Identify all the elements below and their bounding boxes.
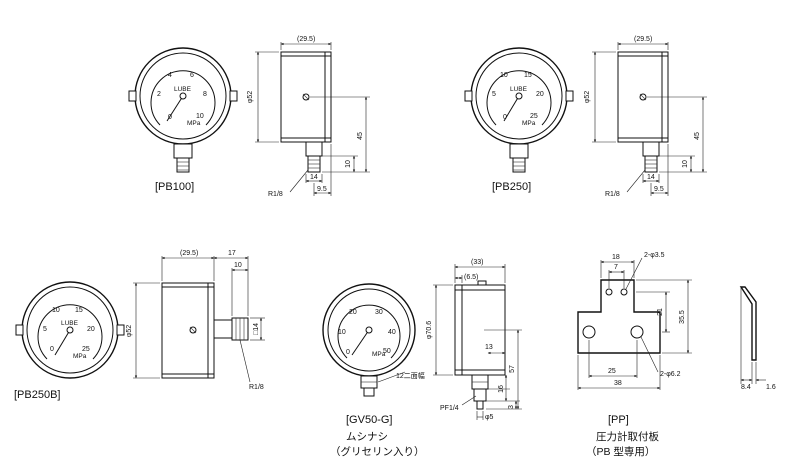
pp-dim-w7: 7 bbox=[614, 264, 618, 271]
pb100-scale-10: 10 bbox=[196, 113, 204, 120]
pb250b-scale-0: 0 bbox=[50, 346, 54, 353]
gv50g-sub1: ムシナシ bbox=[346, 431, 388, 443]
pb250-front-view: 0 5 10 15 20 25 LUBE MPa bbox=[464, 47, 574, 173]
pb250-side-view: (29.5) φ52 45 10 14 9.5 R1/8 bbox=[584, 36, 707, 198]
pp-dim-w18: 18 bbox=[612, 254, 620, 261]
pb100-front-view: 0 2 4 6 8 10 LUBE MPa bbox=[128, 47, 238, 173]
pb250b-scale-25: 25 bbox=[82, 346, 90, 353]
gv50g-scale-20: 20 bbox=[349, 309, 357, 316]
pb250-scale-20: 20 bbox=[536, 91, 544, 98]
gv50g-dim-height: 57 bbox=[509, 365, 516, 373]
pp-label: [PP] bbox=[608, 414, 629, 426]
gv50g-dim-hex-side: 13 bbox=[485, 344, 493, 351]
pp-dim-w38: 38 bbox=[614, 380, 622, 387]
gv50g-front-view: 0 10 20 30 40 50 MPa 12二面幅 bbox=[322, 283, 425, 397]
pb250b-scale-10: 10 bbox=[52, 307, 60, 314]
pb100-scale-6: 6 bbox=[190, 72, 194, 79]
pb100-unit: MPa bbox=[187, 120, 201, 127]
pp-dim-h35: 35.5 bbox=[679, 310, 686, 324]
pb250-scale-5: 5 bbox=[492, 91, 496, 98]
pp-dim-t84: 8.4 bbox=[741, 384, 751, 391]
pb100-dim-height: 45 bbox=[357, 132, 364, 140]
gv50g-dim-bezel: (6.5) bbox=[464, 274, 478, 281]
pb250-dim-offset: 9.5 bbox=[654, 186, 664, 193]
pb250-label: [PB250] bbox=[492, 181, 531, 193]
pb100-scale-4: 4 bbox=[168, 72, 172, 79]
pp-front-view: 18 7 2-φ3.5 21 35.5 25 38 2-φ6.2 bbox=[577, 252, 692, 390]
pp-dim-h21: 21 bbox=[657, 308, 664, 316]
gv50g-dim-dia: φ70.6 bbox=[426, 321, 433, 339]
pb250b-scale-20: 20 bbox=[87, 326, 95, 333]
pp-side-view: 8.4 1.6 bbox=[739, 286, 776, 391]
gv50g-scale-30: 30 bbox=[375, 309, 383, 316]
gv50g-scale-0: 0 bbox=[346, 349, 350, 356]
pb250b-dim-stem-inner: 10 bbox=[234, 262, 242, 269]
pb250-scale-15: 15 bbox=[524, 72, 532, 79]
gv50g-scale-50: 50 bbox=[383, 348, 391, 355]
pb100-label: [PB100] bbox=[155, 181, 194, 193]
pb100-scale-8: 8 bbox=[203, 91, 207, 98]
pb250b-unit: MPa bbox=[73, 353, 87, 360]
pb250-scale-25: 25 bbox=[530, 113, 538, 120]
pp-dim-t16: 1.6 bbox=[766, 384, 776, 391]
pb250-dim-hex: 14 bbox=[647, 174, 655, 181]
gv50g-flats: 12二面幅 bbox=[396, 371, 425, 380]
pb250b-dim-stem: 17 bbox=[228, 250, 236, 257]
pb250-drawing: 0 5 10 15 20 25 LUBE MPa bbox=[464, 36, 707, 198]
pb250b-drawing: 0 5 10 15 20 25 LUBE MPa (29.5) bbox=[14, 250, 265, 401]
pb250b-scale-15: 15 bbox=[75, 307, 83, 314]
pb100-thread: R1/8 bbox=[268, 191, 283, 198]
pb100-dim-depth: (29.5) bbox=[297, 36, 315, 43]
pb250-thread: R1/8 bbox=[605, 191, 620, 198]
pb100-dim-offset: 9.5 bbox=[317, 186, 327, 193]
pp-sub2: （PB 型専用） bbox=[586, 445, 655, 458]
pp-dim-hole62: 2-φ6.2 bbox=[660, 371, 681, 378]
pb100-drawing: 0 2 4 6 8 10 LUBE MPa bbox=[128, 36, 370, 198]
gv50g-label: [GV50-G] bbox=[346, 414, 392, 426]
gv50g-sub2: （グリセリン入り） bbox=[330, 445, 425, 458]
pb100-dim-dia: φ52 bbox=[247, 91, 254, 103]
gv50g-dim-pin: φ5 bbox=[485, 414, 494, 421]
gv50g-scale-10: 10 bbox=[338, 329, 346, 336]
pb100-scale-2: 2 bbox=[157, 91, 161, 98]
pb100-scale-0: 0 bbox=[168, 114, 172, 121]
gv50g-dim-depth: (33) bbox=[471, 259, 483, 266]
gv50g-unit: MPa bbox=[372, 351, 386, 358]
pb100-dim-thread-len: 10 bbox=[345, 160, 352, 168]
gv50g-side-view: (33) (6.5) φ70.6 13 57 16 3 φ5 PF bbox=[426, 259, 522, 421]
pb250-brand: LUBE bbox=[510, 86, 528, 93]
pp-dim-holes: 2-φ3.5 bbox=[644, 252, 665, 259]
pb250b-front-view: 0 5 10 15 20 25 LUBE MPa bbox=[15, 281, 125, 379]
gv50g-thread: PF1/4 bbox=[440, 405, 459, 412]
pb250b-scale-5: 5 bbox=[43, 326, 47, 333]
pb250-unit: MPa bbox=[522, 120, 536, 127]
pb250b-side-view: (29.5) 17 10 φ52 □14 R1/8 bbox=[126, 250, 265, 391]
pp-drawing: 18 7 2-φ3.5 21 35.5 25 38 2-φ6.2 bbox=[577, 252, 776, 458]
pb250-dim-depth: (29.5) bbox=[634, 36, 652, 43]
pb250-dim-height: 45 bbox=[694, 132, 701, 140]
pb100-dim-hex: 14 bbox=[310, 174, 318, 181]
pb250b-dim-dia: φ52 bbox=[126, 325, 133, 337]
gv50g-drawing: 0 10 20 30 40 50 MPa 12二面幅 (33 bbox=[322, 259, 522, 458]
gv50g-scale-40: 40 bbox=[388, 329, 396, 336]
pb250-scale-0: 0 bbox=[503, 114, 507, 121]
pb250b-dim-depth: (29.5) bbox=[180, 250, 198, 257]
pb250-scale-10: 10 bbox=[500, 72, 508, 79]
pb250-dim-dia: φ52 bbox=[584, 91, 591, 103]
pb100-brand: LUBE bbox=[174, 86, 192, 93]
pb250-dim-thread-len: 10 bbox=[682, 160, 689, 168]
pp-sub1: 圧力計取付板 bbox=[596, 430, 659, 443]
pb250b-thread: R1/8 bbox=[249, 384, 264, 391]
pb250b-brand: LUBE bbox=[61, 320, 79, 327]
pb250b-dim-hex: □14 bbox=[253, 323, 260, 335]
pb250b-label: [PB250B] bbox=[14, 389, 60, 401]
gv50g-dim-fitting: 16 bbox=[498, 385, 505, 393]
pb100-side-view: (29.5) φ52 45 10 14 9.5 bbox=[247, 36, 370, 198]
pp-dim-c25: 25 bbox=[608, 368, 616, 375]
gv50g-dim-bottom: 3 bbox=[508, 405, 515, 409]
